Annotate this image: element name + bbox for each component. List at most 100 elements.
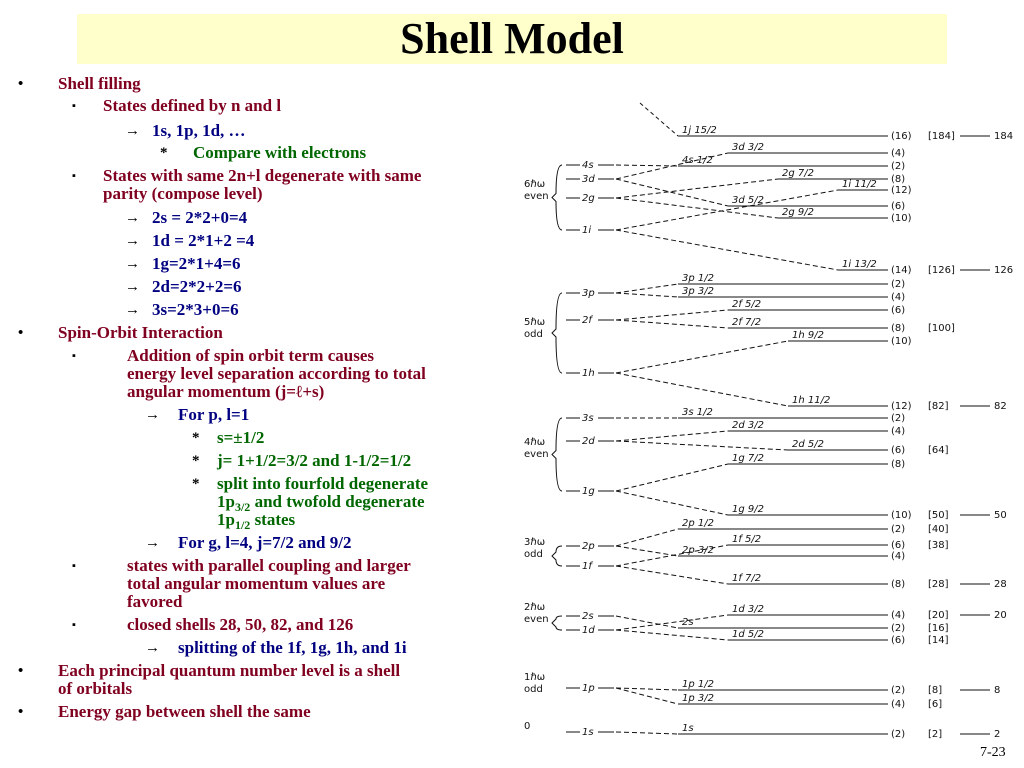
unsplit-level-label: 4s bbox=[582, 160, 594, 171]
split-level-label: 3d 5/2 bbox=[732, 195, 764, 206]
cumulative-count-label: [38] bbox=[928, 540, 949, 551]
split-level-label: 1h 9/2 bbox=[792, 330, 824, 341]
split-level-label: 1i 11/2 bbox=[842, 179, 877, 190]
bullet-star-icon: * bbox=[192, 430, 200, 446]
cumulative-count-label: [16] bbox=[928, 623, 949, 634]
bullet-parallel-line1: states with parallel coupling and larger bbox=[127, 556, 411, 575]
degeneracy-label: (8) bbox=[891, 459, 905, 470]
degeneracy-label: (2) bbox=[891, 161, 905, 172]
level-group-brace bbox=[551, 164, 563, 231]
degeneracy-label: (6) bbox=[891, 201, 905, 212]
degeneracy-label: (2) bbox=[891, 729, 905, 740]
bullet-arrow-icon: → bbox=[125, 302, 140, 318]
level-connector-line bbox=[615, 229, 839, 271]
bullet-3s: 3s=2*3+0=6 bbox=[152, 300, 239, 319]
bullet-closed-shells: closed shells 28, 50, 82, and 126 bbox=[127, 615, 354, 634]
level-group-brace bbox=[551, 615, 563, 631]
bullet-orbitals: 1s, 1p, 1d, … bbox=[152, 121, 246, 140]
split-level-label: 3d 3/2 bbox=[732, 142, 764, 153]
bullet-2d: 2d=2*2+2=6 bbox=[152, 277, 242, 296]
degeneracy-label: (2) bbox=[891, 524, 905, 535]
level-group-brace bbox=[551, 417, 563, 492]
parity-label: even bbox=[524, 191, 549, 202]
degeneracy-label: (10) bbox=[891, 336, 912, 347]
magic-number-label: 8 bbox=[994, 685, 1000, 696]
bullet-arrow-icon: → bbox=[125, 233, 140, 249]
magic-number-label: 20 bbox=[994, 610, 1007, 621]
oscillator-shell-label: 3ℏω bbox=[524, 537, 545, 548]
split-level-label: 1i 13/2 bbox=[842, 259, 877, 270]
bullet-arrow-icon: → bbox=[145, 407, 160, 423]
page-number: 7-23 bbox=[980, 745, 1006, 760]
unsplit-level-label: 2d bbox=[582, 436, 595, 447]
degeneracy-label: (10) bbox=[891, 213, 912, 224]
split-level-label: 1d 3/2 bbox=[732, 604, 764, 615]
bullet-addition-line1: Addition of spin orbit term causes bbox=[127, 346, 374, 365]
split-level-label: 3p 1/2 bbox=[682, 273, 714, 284]
degeneracy-label: (6) bbox=[891, 635, 905, 646]
bullet-spin-orbit: Spin-Orbit Interaction bbox=[58, 323, 223, 342]
degeneracy-label: (6) bbox=[891, 540, 905, 551]
degeneracy-label: (2) bbox=[891, 685, 905, 696]
bullet-same-2n-l-line1: States with same 2n+l degenerate with sa… bbox=[103, 166, 422, 185]
split-level-label: 2p 1/2 bbox=[682, 518, 714, 529]
oscillator-shell-label: 2ℏω bbox=[524, 602, 545, 613]
level-connector-line bbox=[615, 440, 789, 451]
bullet-compare-electrons: Compare with electrons bbox=[193, 143, 367, 162]
split-level-label: 1f 5/2 bbox=[732, 534, 761, 545]
cumulative-count-label: [184] bbox=[928, 131, 955, 142]
bullet-for-g: For g, l=4, j=7/2 and 9/2 bbox=[178, 533, 352, 552]
level-group-brace bbox=[551, 545, 563, 567]
split-level-label: 3s 1/2 bbox=[682, 407, 713, 418]
degeneracy-label: (8) bbox=[891, 174, 905, 185]
split-level-label: 1p 1/2 bbox=[682, 679, 714, 690]
unsplit-level-label: 1g bbox=[582, 486, 595, 497]
oscillator-shell-label: 1ℏω bbox=[524, 672, 545, 683]
split-level-label: 1p 3/2 bbox=[682, 693, 714, 704]
split-level-label: 1s bbox=[682, 723, 694, 734]
oscillator-shell-label: 0 bbox=[524, 721, 530, 732]
degeneracy-label: (6) bbox=[891, 445, 905, 456]
cumulative-count-label: [126] bbox=[928, 265, 955, 276]
magic-number-label: 126 bbox=[994, 265, 1013, 276]
magic-number-label: 50 bbox=[994, 510, 1007, 521]
level-connector-line bbox=[615, 687, 679, 705]
bullet-star-icon: * bbox=[192, 476, 200, 492]
degeneracy-label: (4) bbox=[891, 148, 905, 159]
title-bar: Shell Model bbox=[77, 14, 947, 64]
level-connector-line bbox=[615, 292, 679, 298]
bullet-split-line2: 1p3/2 and twofold degenerate bbox=[217, 492, 425, 515]
magic-number-label: 2 bbox=[994, 729, 1000, 740]
bullet-dot-icon: • bbox=[18, 325, 24, 341]
bullet-arrow-icon: → bbox=[125, 123, 140, 139]
cumulative-count-label: [100] bbox=[928, 323, 955, 334]
level-connector-line bbox=[615, 189, 839, 231]
level-connector-line bbox=[615, 528, 679, 547]
unsplit-level-label: 2f bbox=[582, 315, 593, 326]
level-connector-line bbox=[615, 178, 779, 199]
bullet-shell-filling: Shell filling bbox=[58, 74, 141, 93]
degeneracy-label: (6) bbox=[891, 305, 905, 316]
unsplit-level-label: 3d bbox=[582, 174, 595, 185]
degeneracy-label: (12) bbox=[891, 185, 912, 196]
bullet-principal-line2: of orbitals bbox=[58, 679, 133, 698]
bullet-dot-icon: • bbox=[18, 704, 24, 720]
degeneracy-label: (16) bbox=[891, 131, 912, 142]
level-group-brace bbox=[551, 292, 563, 374]
cumulative-count-label: [40] bbox=[928, 524, 949, 535]
unsplit-level-label: 1i bbox=[582, 225, 591, 236]
magic-number-label: 82 bbox=[994, 401, 1007, 412]
unsplit-level-label: 2g bbox=[582, 193, 595, 204]
bullet-2s: 2s = 2*2+0=4 bbox=[152, 208, 248, 227]
split-level-label: 2p 3/2 bbox=[682, 545, 714, 556]
level-connector-line bbox=[615, 629, 729, 641]
bullet-states-defined: States defined by n and l bbox=[103, 96, 282, 115]
parity-label: odd bbox=[524, 684, 543, 695]
degeneracy-label: (2) bbox=[891, 623, 905, 634]
split-level-label: 2f 7/2 bbox=[732, 317, 761, 328]
bullet-addition-line2: energy level separation according to tot… bbox=[127, 364, 426, 383]
bullet-square-icon: ▪ bbox=[72, 560, 76, 572]
degeneracy-label: (4) bbox=[891, 699, 905, 710]
degeneracy-label: (2) bbox=[891, 413, 905, 424]
bullet-same-2n-l-line2: parity (compose level) bbox=[103, 184, 263, 203]
